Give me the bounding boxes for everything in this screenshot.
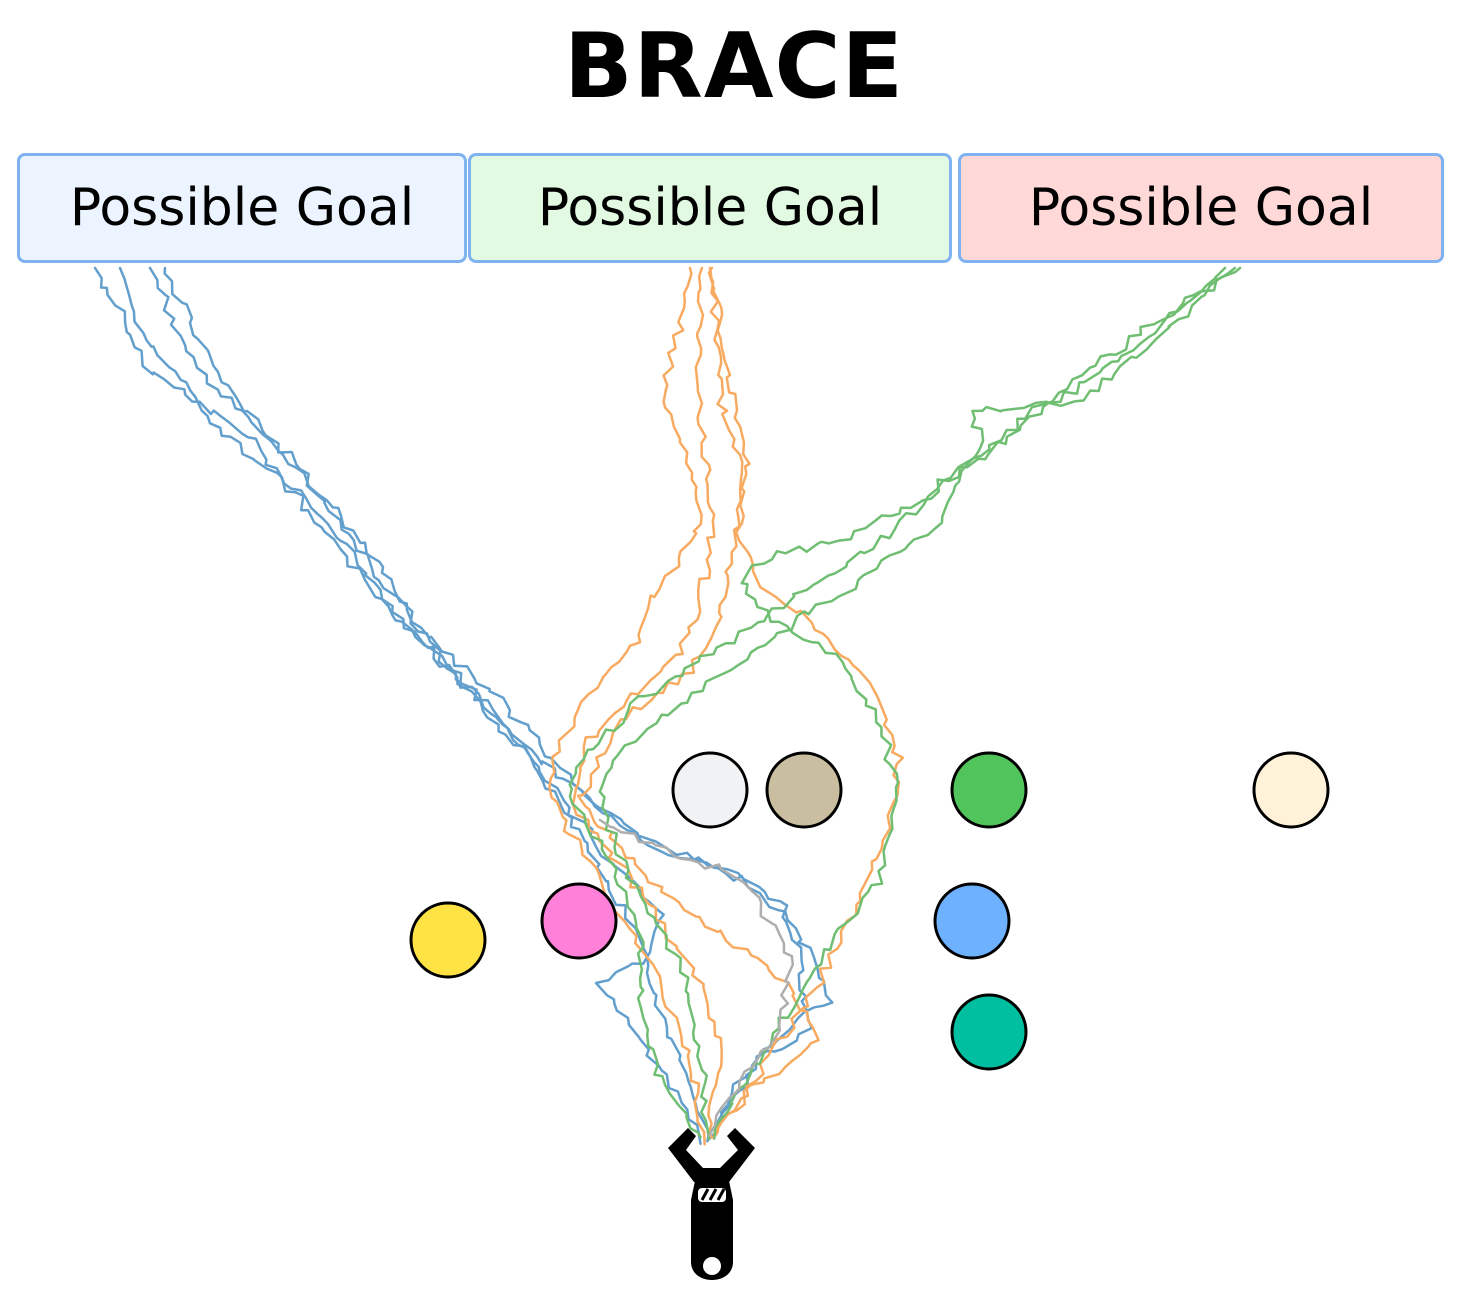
green-trajectory <box>713 266 1242 1140</box>
green-trajectory <box>598 266 1237 1141</box>
gripper-icon <box>668 1128 755 1280</box>
tan-ball-object <box>765 751 843 829</box>
blue-trajectory <box>93 266 702 1146</box>
goal-box-center: Possible Goal <box>468 153 952 263</box>
blue-trajectory <box>148 266 834 1135</box>
goal-box-left: Possible Goal <box>17 153 467 263</box>
green-trajectory <box>568 266 1227 1139</box>
gray-trajectory <box>598 818 795 1138</box>
goal-label: Possible Goal <box>537 178 883 238</box>
trajectory-layer <box>93 266 1242 1146</box>
green-ball-object <box>950 751 1028 829</box>
white-ball-object <box>671 751 749 829</box>
blue-trajectory <box>118 266 711 1143</box>
cream-ball-object <box>1252 751 1330 829</box>
goal-box-right: Possible Goal <box>958 153 1444 263</box>
yellow-ball-object <box>409 901 487 979</box>
goal-label: Possible Goal <box>69 178 415 238</box>
orange-trajectory <box>548 266 706 1146</box>
orange-trajectory <box>571 266 723 1139</box>
blue-trajectory <box>163 266 814 1142</box>
teal-ball-object <box>950 993 1028 1071</box>
blue-ball-object <box>933 882 1011 960</box>
orange-trajectory <box>708 266 905 1137</box>
object-layer <box>409 751 1330 1071</box>
figure-title: BRACE <box>563 14 905 119</box>
pink-ball-object <box>540 882 618 960</box>
goal-label: Possible Goal <box>1028 178 1374 238</box>
